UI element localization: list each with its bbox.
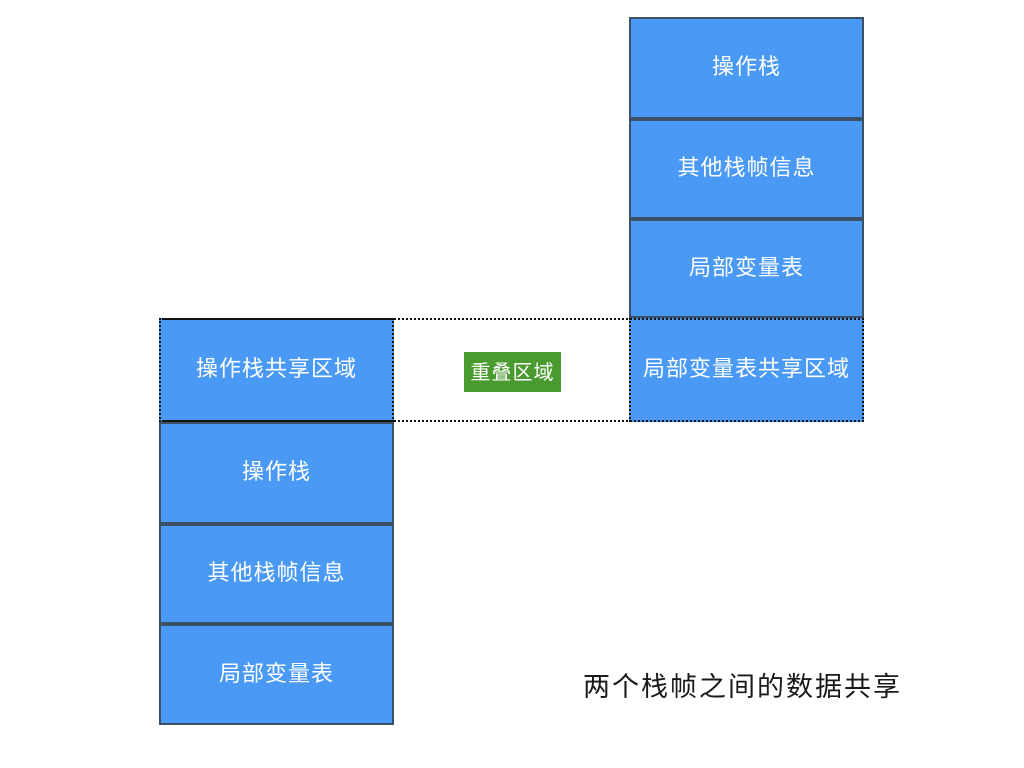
- left-stack-row-3-label: 局部变量表: [218, 661, 334, 687]
- left-stack-row-2: 其他栈帧信息: [159, 524, 394, 624]
- right-stack-row-1: 其他栈帧信息: [629, 119, 864, 219]
- left-stack-row-0: 操作栈共享区域: [159, 318, 394, 422]
- right-stack-row-2-label: 局部变量表: [688, 255, 804, 281]
- left-stack-row-1-label: 操作栈: [241, 460, 311, 485]
- right-stack-row-3-label: 局部变量表共享区域: [642, 357, 850, 382]
- overlap-region-label: 重叠区域: [464, 352, 561, 392]
- left-stack-row-1: 操作栈: [159, 422, 394, 524]
- right-stack-row-2: 局部变量表: [629, 219, 864, 318]
- left-stack-row-3: 局部变量表: [159, 624, 394, 725]
- right-stack-row-1-label: 其他栈帧信息: [677, 156, 816, 181]
- right-stack-row-3: 局部变量表共享区域: [629, 318, 864, 422]
- left-stack-row-2-label: 其他栈帧信息: [207, 561, 346, 586]
- right-stack-row-0: 操作栈: [629, 17, 864, 119]
- diagram-caption: 两个栈帧之间的数据共享: [583, 672, 902, 703]
- right-stack-row-0-label: 操作栈: [711, 55, 781, 80]
- left-stack-row-0-label: 操作栈共享区域: [195, 357, 357, 382]
